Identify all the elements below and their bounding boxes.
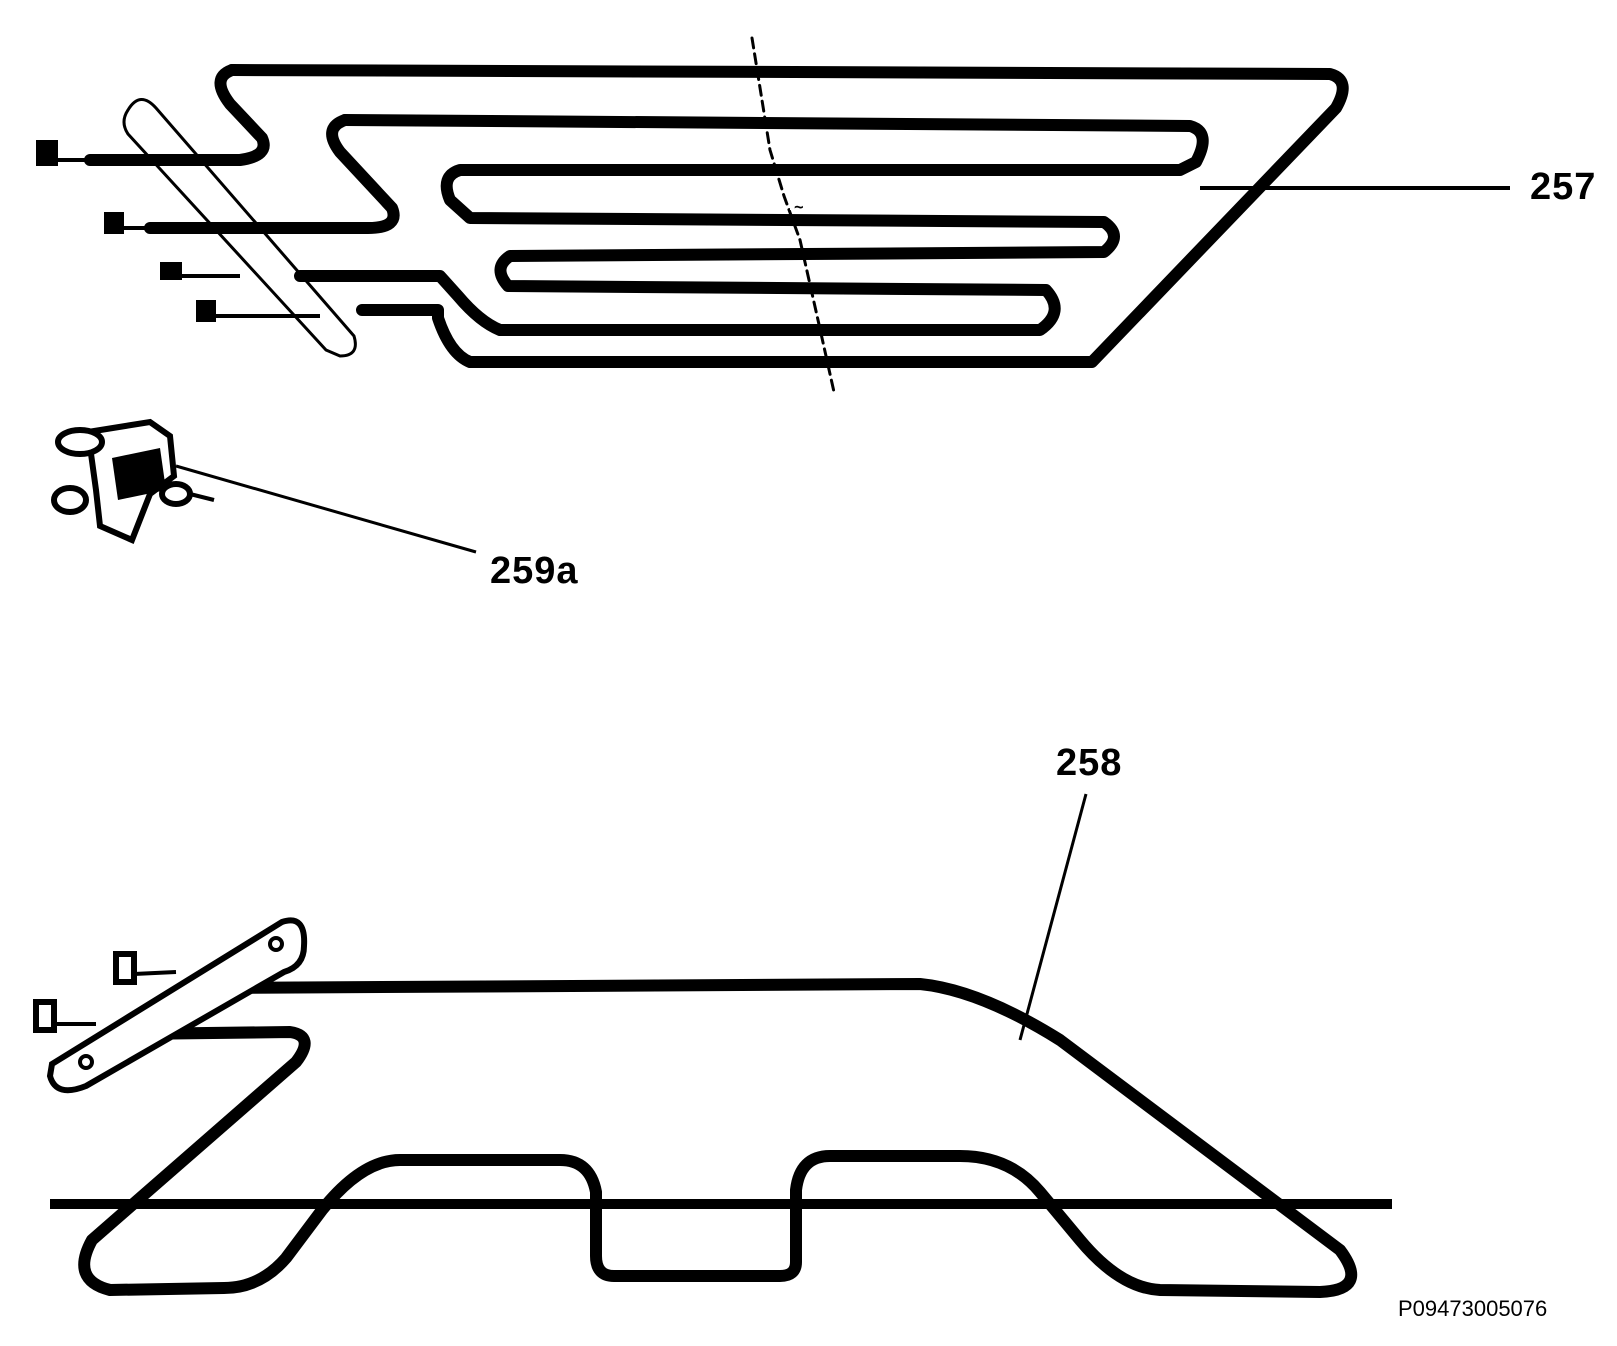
leader-line-258 [1018, 793, 1088, 1041]
callout-label-257: 257 [1530, 166, 1597, 208]
lower-heating-element-258 [33, 917, 1392, 1298]
upper-heating-element-257: ~ [36, 36, 1349, 394]
svg-text:~: ~ [794, 197, 804, 216]
drawing-code: P09473005076 [1398, 1296, 1548, 1321]
callout-label-258: 258 [1056, 742, 1123, 784]
thermal-switch-259a [51, 418, 215, 544]
leader-line-259a [175, 464, 477, 554]
callout-label-259a: 259a [490, 550, 579, 592]
terminal-tags [36, 140, 320, 322]
